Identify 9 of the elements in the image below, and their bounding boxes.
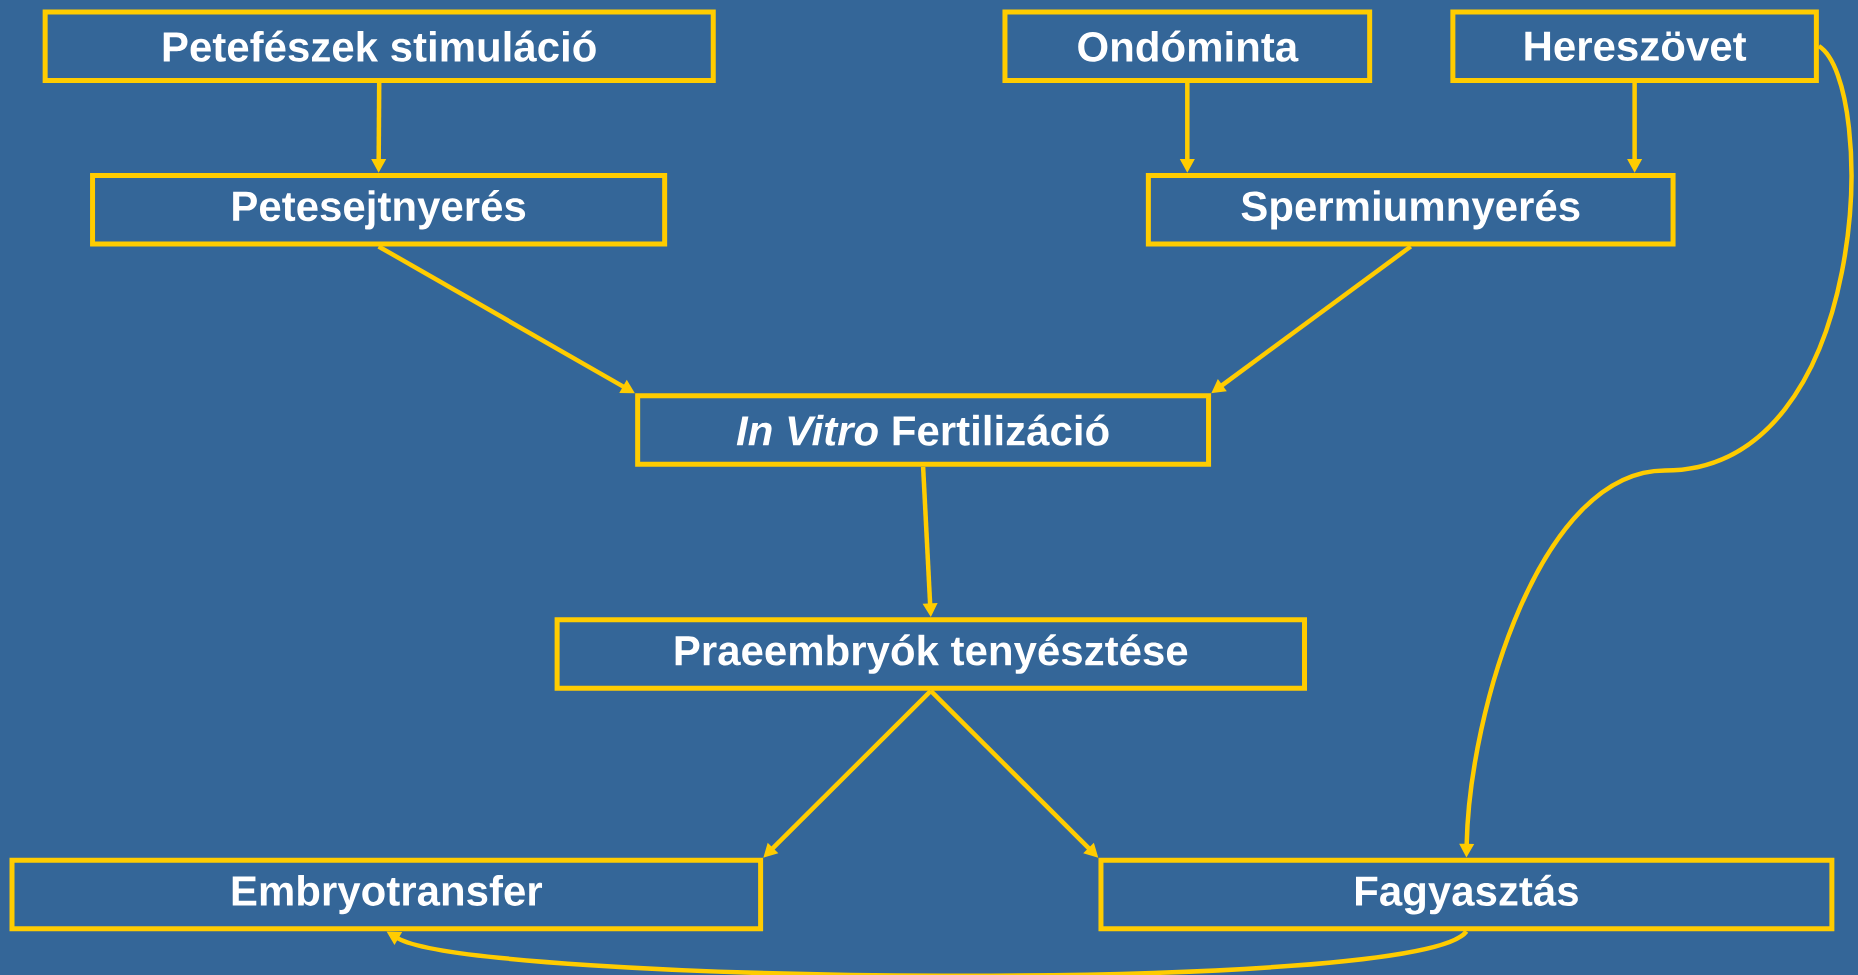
process-box: Spermiumnyerés (1145, 172, 1676, 247)
process-box: Embryotransfer (9, 857, 764, 932)
process-box: Fagyasztás (1098, 857, 1835, 932)
process-box: In Vitro Fertilizáció (635, 393, 1212, 467)
process-box: Ondóminta (1002, 9, 1373, 83)
process-box: Hereszövet (1450, 9, 1819, 83)
process-box: Petefészek stimuláció (42, 9, 716, 83)
process-box: Praeembryók tenyésztése (554, 617, 1307, 691)
process-box: Petesejtnyerés (90, 172, 668, 247)
